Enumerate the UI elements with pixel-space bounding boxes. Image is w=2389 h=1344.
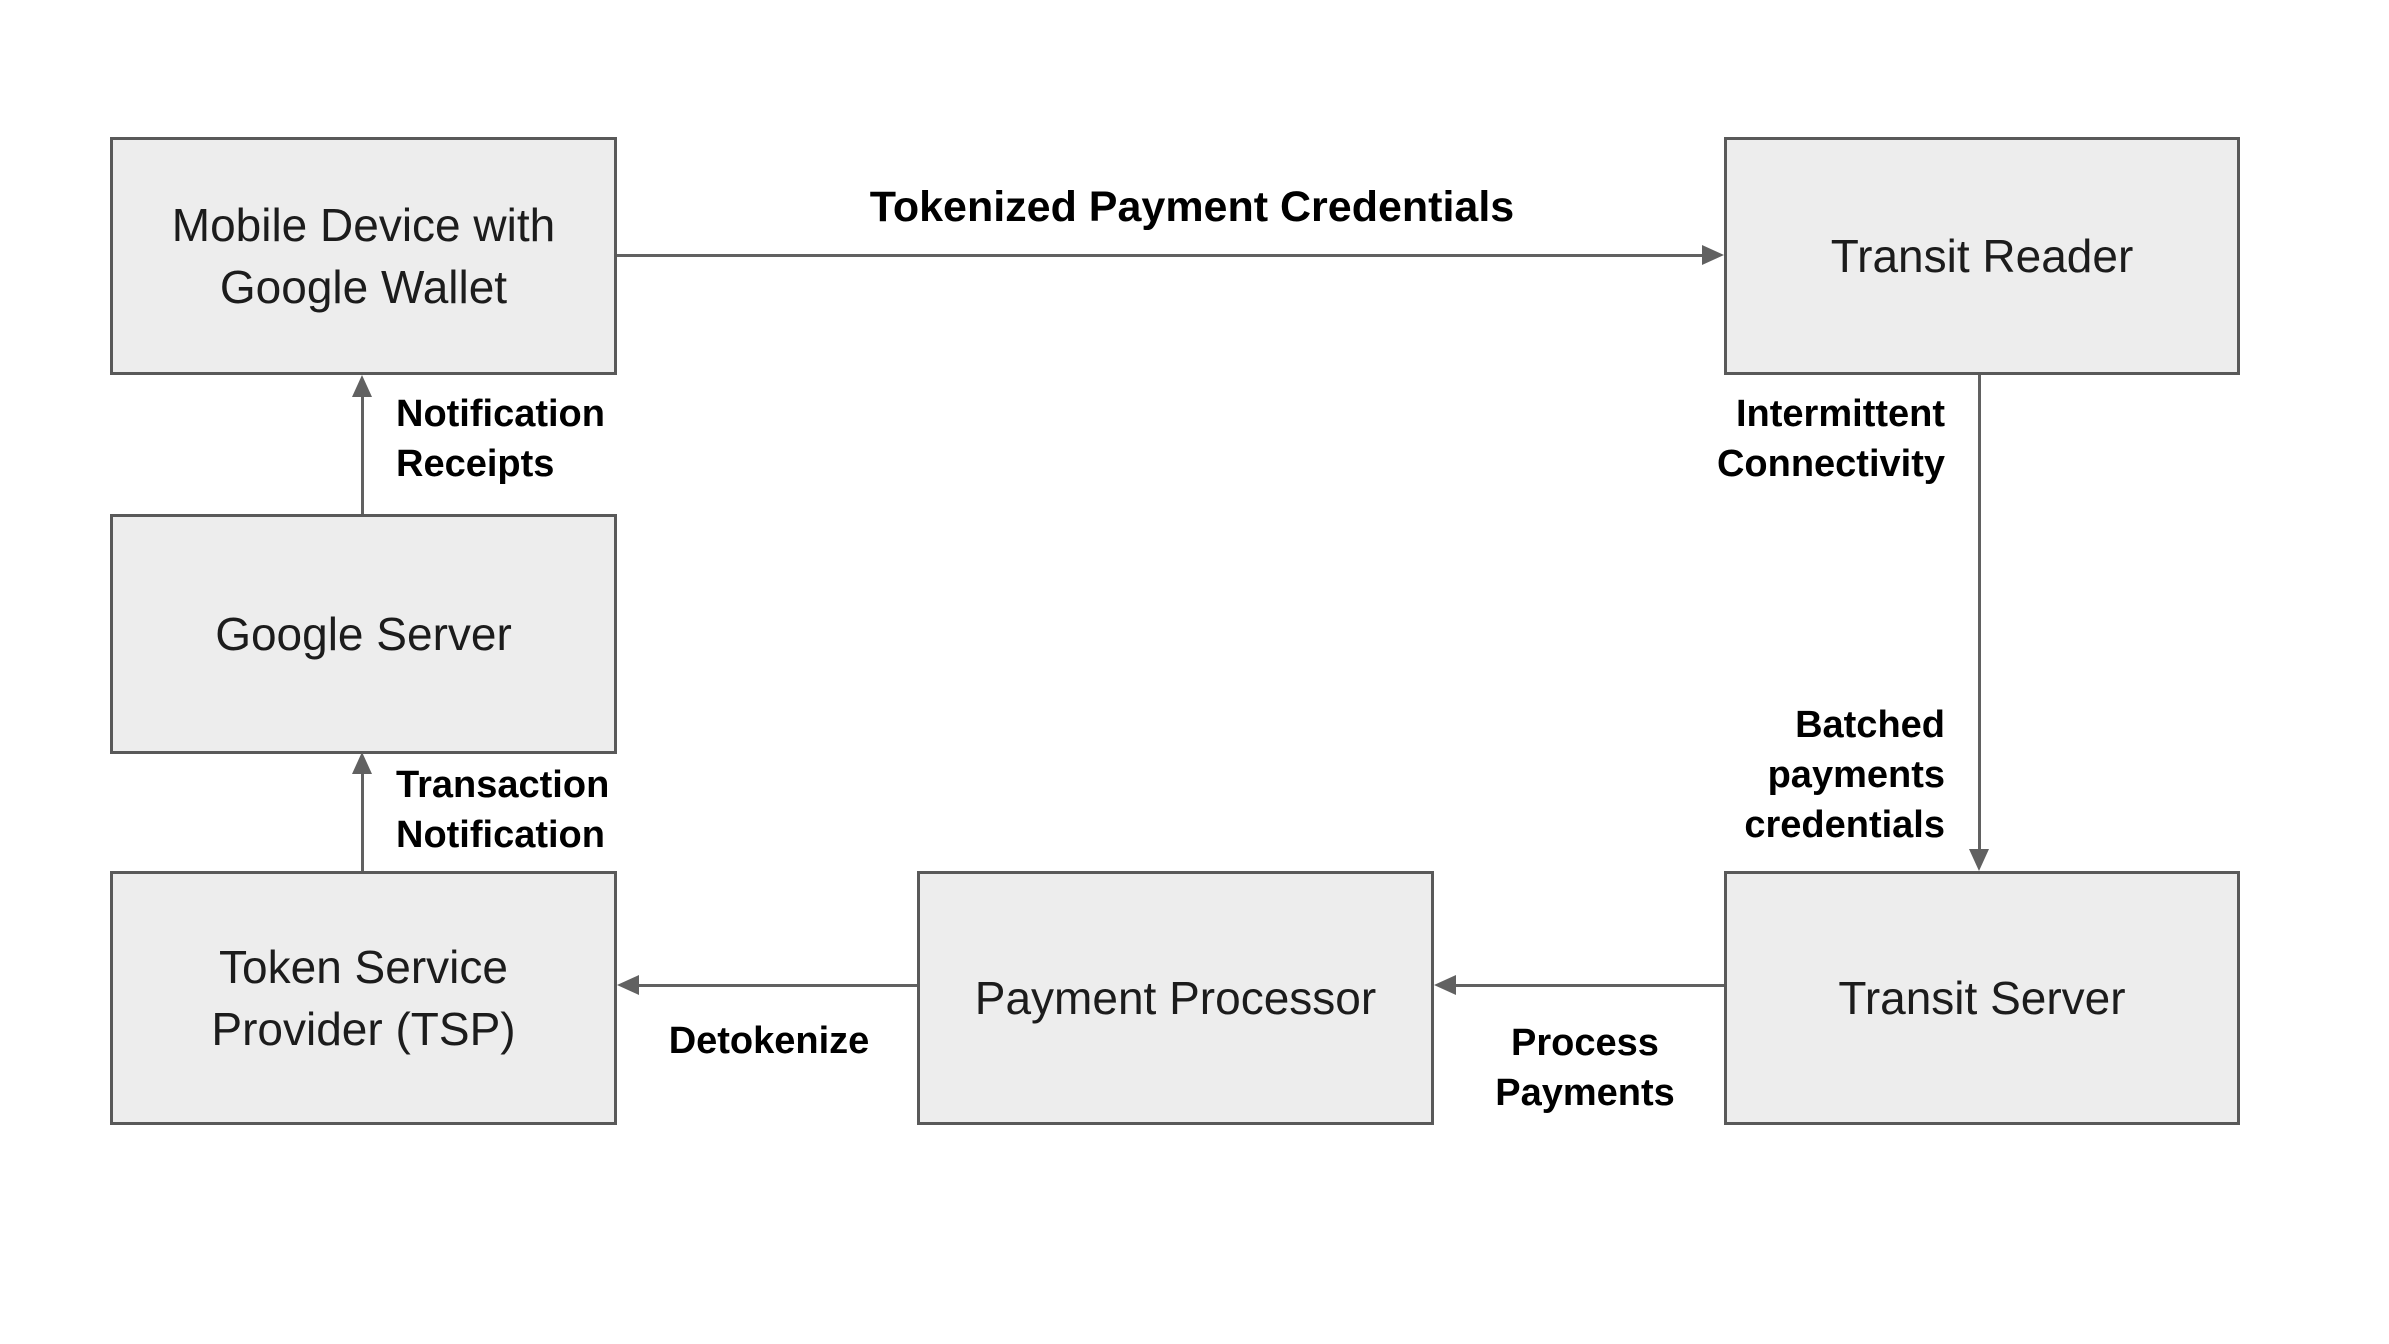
- arrowhead-right: [1702, 245, 1724, 265]
- edge-label-detokenize: Detokenize: [668, 1020, 870, 1062]
- edge-label-notification-receipts: Notification Receipts: [396, 393, 605, 485]
- node-token-service-provider: Token Service Provider (TSP): [110, 871, 617, 1125]
- edge-label-process-payments: Process Payments: [1495, 1022, 1675, 1114]
- edge-line-detokenize: [639, 984, 917, 987]
- arrowhead-left: [617, 975, 639, 995]
- node-label: Google Server: [215, 607, 512, 660]
- node-payment-processor: Payment Processor: [917, 871, 1434, 1125]
- edge-label-batched-payments-credentials: Batched payments credentials: [1744, 704, 1945, 846]
- node-label: Mobile Device with Google Wallet: [171, 198, 556, 313]
- arrowhead-down: [1969, 849, 1989, 871]
- edge-label-intermittent-connectivity: Intermittent Connectivity: [1716, 393, 1945, 485]
- arrowhead-up: [352, 752, 372, 774]
- node-label: Transit Server: [1838, 971, 2126, 1024]
- node-label: Transit Reader: [1830, 229, 2134, 282]
- edge-label-tokenized-payment-credentials: Tokenized Payment Credentials: [869, 183, 1515, 231]
- arrowhead-up: [352, 375, 372, 397]
- node-transit-reader: Transit Reader: [1724, 137, 2240, 375]
- edge-line-reader-to-transit-server: [1978, 375, 1981, 851]
- edge-line-process-payments: [1456, 984, 1724, 987]
- arrowhead-left: [1434, 975, 1456, 995]
- node-google-server: Google Server: [110, 514, 617, 754]
- node-transit-server: Transit Server: [1724, 871, 2240, 1125]
- node-label: Payment Processor: [974, 971, 1377, 1024]
- edge-line-notification-receipts: [361, 397, 364, 514]
- edge-line-transaction-notification: [361, 774, 364, 871]
- node-label: Token Service Provider (TSP): [211, 940, 516, 1055]
- edge-label-transaction-notification: Transaction Notification: [396, 764, 610, 856]
- node-mobile-device-google-wallet: Mobile Device with Google Wallet: [110, 137, 617, 375]
- edge-line-tokenized-payment-credentials: [617, 254, 1704, 257]
